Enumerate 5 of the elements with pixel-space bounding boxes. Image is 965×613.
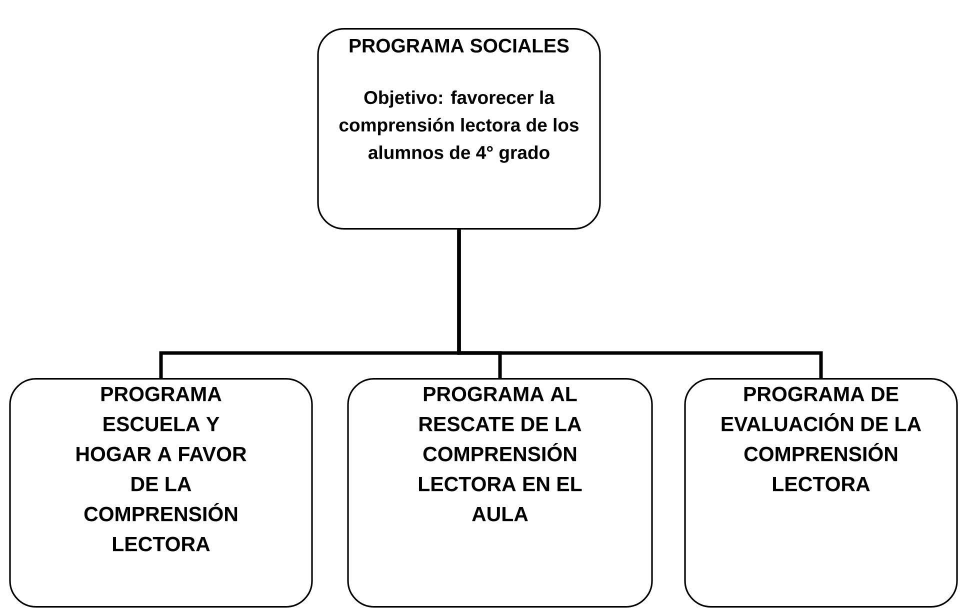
program-box: PROGRAMA DE EVALUACIÓN DE LA COMPRENSIÓN LECTORA <box>684 378 958 608</box>
program-box: PROGRAMA AL RESCATE DE LA COMPRENSIÓN LECTORA EN EL AULA <box>347 378 653 608</box>
program-box: PROGRAMA SOCIALES Objetivo: favorecer la comprensión lectora de los alumnos de 4° grado <box>317 28 601 230</box>
program-box: PROGRAMA ESCUELA Y HOGAR A FAVOR DE LA COMPRENSIÓN LECTORA <box>9 378 313 608</box>
connector-line <box>457 230 823 378</box>
